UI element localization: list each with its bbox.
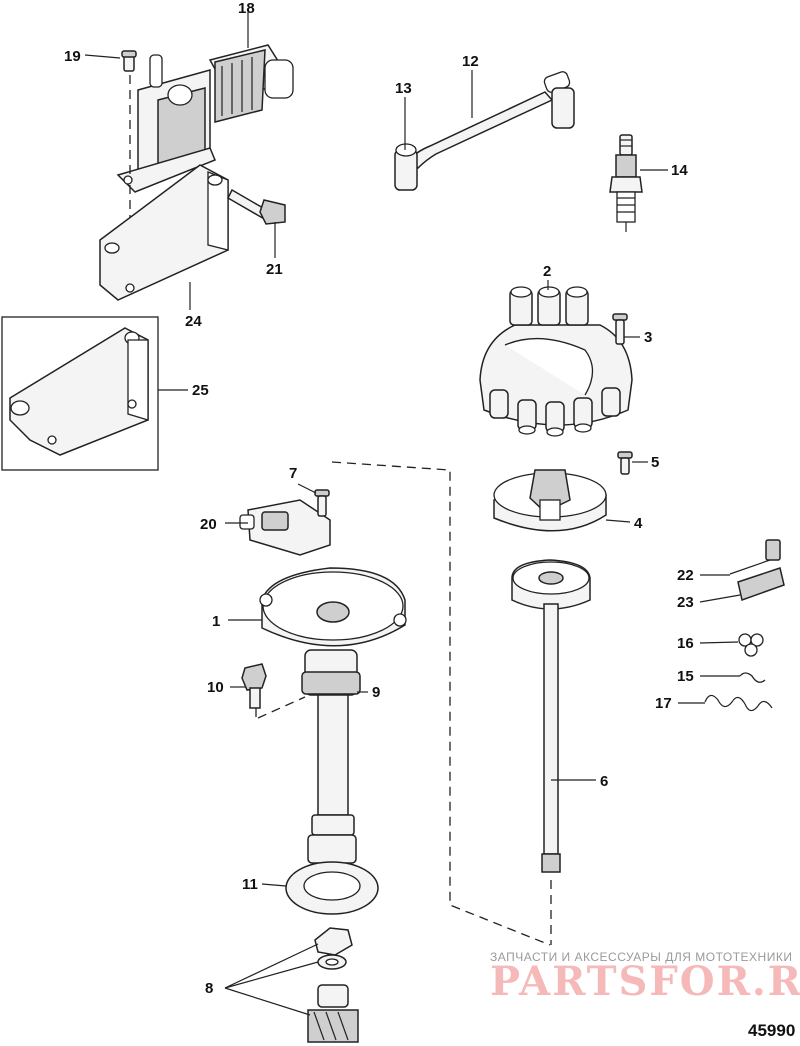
connector-screw (314, 489, 330, 517)
callout-10: 10 (207, 679, 224, 696)
spark-plug (609, 134, 643, 232)
callout-11: 11 (242, 876, 258, 893)
watermark: ЗАПЧАСТИ И АКСЕССУАРЫ ДЛЯ МОТОТЕХНИКИ PA… (490, 950, 800, 1005)
alternate-bracket (9, 327, 149, 456)
callout-7: 7 (289, 465, 297, 482)
callout-9: 9 (372, 684, 380, 701)
callout-15: 15 (677, 668, 694, 685)
callout-13: 13 (395, 80, 412, 97)
clamp-bolt (241, 663, 267, 709)
rotor-screw (617, 451, 633, 475)
callout-1: 1 (212, 613, 220, 630)
gasket (285, 861, 379, 915)
callout-8: 8 (205, 980, 213, 997)
cap-screw (612, 313, 628, 345)
callout-4: 4 (634, 515, 643, 532)
callout-17: 17 (655, 695, 672, 712)
leader-lines (84, 12, 741, 1016)
callout-23: 23 (677, 594, 694, 611)
gear-assembly (307, 927, 359, 1043)
distributor-cap (479, 286, 633, 437)
callout-16: 16 (677, 635, 694, 652)
housing-shaft (301, 649, 361, 864)
figure-number: 45990 (748, 1021, 795, 1040)
ignition-coil (116, 44, 294, 193)
watermark-brand: PARTSFOR.RU (490, 958, 800, 1005)
callout-labels: 1 2 3 4 5 6 7 8 9 10 11 12 13 14 15 16 1… (64, 0, 694, 997)
callout-14: 14 (671, 162, 688, 179)
coil-bracket (99, 164, 229, 301)
wire-holder (704, 694, 773, 712)
alternate-bracket-frame (1, 316, 159, 471)
callout-6: 6 (600, 773, 608, 790)
assembly-path (331, 461, 551, 946)
pickup-connector (239, 499, 331, 556)
callout-24: 24 (185, 313, 202, 330)
callout-12: 12 (462, 53, 479, 70)
distributor-housing (259, 567, 407, 647)
callout-5: 5 (651, 454, 659, 471)
callout-18: 18 (238, 0, 255, 17)
wire-separator (737, 567, 785, 601)
callout-22: 22 (677, 567, 694, 584)
bracket-bolt (227, 188, 286, 225)
coil-screw (121, 50, 137, 72)
callout-21: 21 (266, 261, 283, 278)
callout-3: 3 (644, 329, 652, 346)
terminal-tool (729, 539, 781, 575)
callout-2: 2 (543, 263, 551, 280)
callout-20: 20 (200, 516, 217, 533)
spark-plug-wire (394, 71, 575, 191)
callout-19: 19 (64, 48, 81, 65)
callout-25: 25 (192, 382, 209, 399)
rotor (493, 469, 607, 532)
watermark-tagline: ЗАПЧАСТИ И АКСЕССУАРЫ ДЛЯ МОТОТЕХНИКИ (490, 950, 792, 964)
wire-retainer (738, 633, 764, 657)
reluctor-shaft (511, 559, 591, 873)
wire-clip (739, 672, 766, 683)
